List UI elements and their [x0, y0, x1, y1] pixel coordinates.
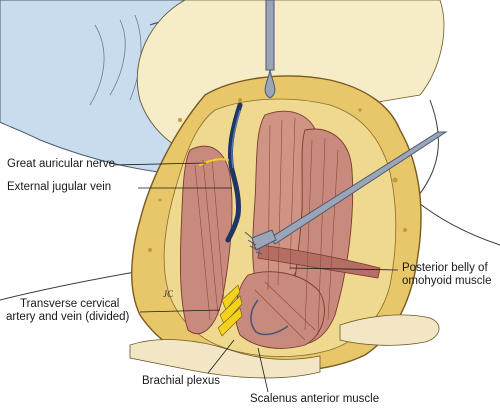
shoulder-contour [414, 99, 500, 246]
rake-retractor [244, 131, 448, 255]
label-transverse-cervical-line2: artery and vein (divided) [6, 311, 130, 323]
label-external-jugular-vein: External jugular vein [7, 181, 112, 193]
brachial-plexus-trunks [217, 284, 243, 337]
muscle-fibres [194, 117, 339, 341]
muscle-left [179, 145, 233, 335]
label-posterior-belly-line1: Posterior belly of [402, 262, 488, 274]
lower-hook [250, 299, 289, 336]
label-great-auricular-nerve: Great auricular nerve [7, 158, 116, 170]
omohyoid-muscle [257, 244, 381, 279]
label-transverse-cervical-line1: Transverse cervical [20, 298, 120, 310]
upper-retractor [264, 0, 276, 99]
great-auricular-nerve [199, 158, 229, 166]
label-posterior-belly-omohyoid: Posterior belly of omohyoid muscle [402, 262, 500, 288]
leader-lines [112, 162, 399, 393]
clavicle-shape [339, 314, 440, 346]
label-brachial-plexus: Brachial plexus [142, 375, 220, 387]
label-posterior-belly-line2: omohyoid muscle [402, 275, 492, 287]
external-jugular-vein [225, 102, 243, 243]
vein-highlight [231, 109, 241, 169]
label-scalenus-anterior: Scalenus anterior muscle [250, 393, 380, 405]
lower-body-contour [0, 271, 136, 301]
lower-skin-fold [129, 339, 321, 379]
label-transverse-cervical: Transverse cervical artery and vein (div… [6, 298, 166, 324]
artist-initials: JC [163, 289, 174, 299]
